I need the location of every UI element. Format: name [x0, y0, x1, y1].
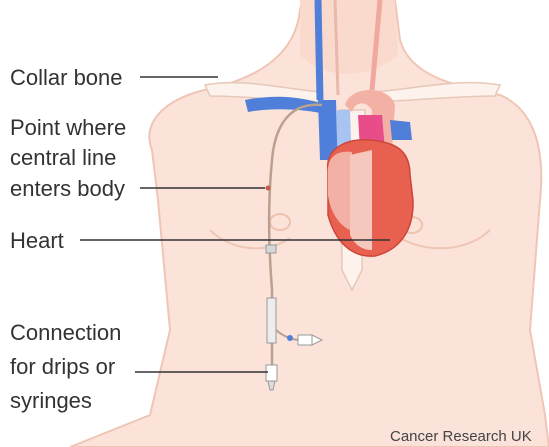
- label-collar-bone: Collar bone: [10, 65, 123, 90]
- clamp: [266, 245, 276, 253]
- heart-ventricle-light: [350, 150, 372, 250]
- side-port-cap: [298, 335, 312, 345]
- neck: [300, 0, 398, 74]
- blue-clamp: [287, 335, 293, 341]
- connector-body: [267, 298, 276, 343]
- label-entry-line-1: Point where: [10, 115, 126, 140]
- label-connection-line-3: syringes: [10, 388, 92, 413]
- label-heart-line: Heart: [10, 228, 64, 253]
- bottom-connector: [266, 365, 277, 381]
- label-heart: Heart: [10, 228, 64, 253]
- entry-point: [266, 186, 271, 191]
- label-connection-line-1: Connection: [10, 320, 121, 345]
- label-connection-line-2: for drips or: [10, 354, 115, 379]
- label-collar-bone-line: Collar bone: [10, 65, 123, 90]
- credit-text: Cancer Research UK: [390, 428, 532, 445]
- label-connection: Connection for drips or syringes: [10, 320, 127, 413]
- torso: [70, 0, 549, 447]
- label-entry-line-3: enters body: [10, 176, 125, 201]
- jugular-vein: [318, 0, 320, 100]
- label-entry-line-2: central line: [10, 145, 116, 170]
- label-central-line-entry: Point where central line enters body: [10, 115, 132, 201]
- pulmonary-vein: [390, 120, 412, 140]
